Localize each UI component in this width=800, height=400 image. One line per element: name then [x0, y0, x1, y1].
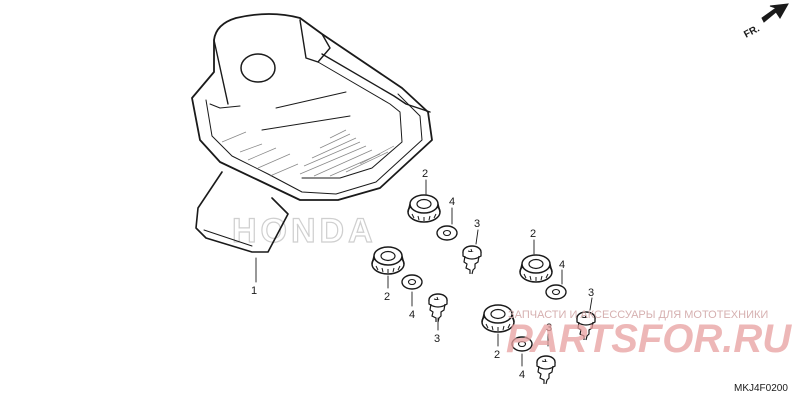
callout-4-b: 4	[409, 309, 415, 321]
callout-3-b: 3	[434, 333, 440, 345]
watermark-logo: HONDA	[232, 212, 377, 250]
callout-3-d: 3	[546, 322, 552, 334]
washer-c	[545, 284, 567, 300]
callout-2-a: 2	[422, 168, 428, 180]
grommet-b	[371, 246, 405, 275]
callout-2-c: 2	[530, 228, 536, 240]
grommet-a	[407, 194, 441, 223]
front-direction-indicator: FR.	[742, 3, 789, 41]
callout-4-c: 4	[559, 259, 565, 271]
callout-2-b: 2	[384, 291, 390, 303]
callout-3-a: 3	[474, 218, 480, 230]
front-label: FR.	[742, 23, 762, 40]
mount-hole	[240, 53, 276, 83]
callout-4-a: 4	[449, 196, 455, 208]
washer-b	[401, 274, 423, 290]
screw-a	[462, 245, 482, 275]
callout-1: 1	[251, 257, 257, 297]
diagram-code: MKJ4F0200	[734, 383, 788, 394]
front-arrow-icon	[761, 3, 789, 23]
watermark-tagline: ЗАПЧАСТИ И АКСЕССУАРЫ ДЛЯ МОТОТЕХНИКИ	[508, 309, 768, 321]
callout-3-c: 3	[588, 287, 594, 299]
callout-1-label: 1	[251, 285, 257, 297]
callout-4-d: 4	[519, 369, 525, 381]
callout-2-d: 2	[494, 349, 500, 361]
grommet-c	[519, 254, 553, 283]
meter-cover	[191, 13, 433, 253]
watermark-brand: PARTSFOR.RU	[506, 317, 792, 361]
washer-a	[436, 225, 458, 241]
